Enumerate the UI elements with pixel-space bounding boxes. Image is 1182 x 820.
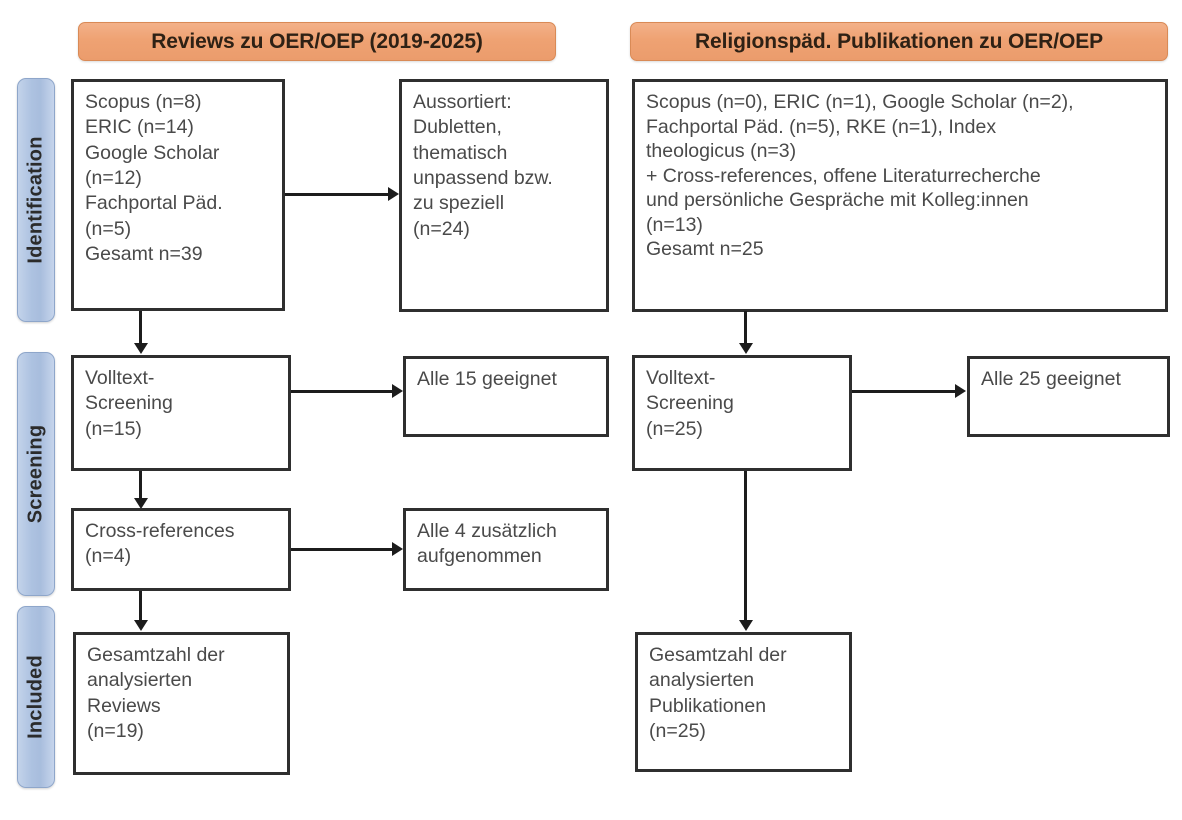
box-reviews-included: Gesamtzahl der analysierten Reviews (n=1… [73, 632, 290, 775]
box-religionspaed-screening-result: Alle 25 geeignet [967, 356, 1170, 437]
stage-pill-identification: Identification [17, 78, 55, 322]
box-religionspaed-included: Gesamtzahl der analysierten Publikatione… [635, 632, 852, 772]
box-reviews-excluded: Aussortiert: Dubletten, thematisch unpas… [399, 79, 609, 312]
stage-label-identification: Identification [24, 136, 47, 264]
connector-reviews-screening-to-crossrefs [139, 471, 142, 501]
column-header-reviews: Reviews zu OER/OEP (2019-2025) [78, 22, 556, 61]
connector-religionspaed-ident-to-screening [744, 311, 747, 345]
stage-label-screening: Screening [24, 424, 47, 524]
column-header-religionspaed-label: Religionspäd. Publikationen zu OER/OEP [694, 29, 1104, 53]
connector-reviews-crossrefs-to-result [291, 548, 393, 551]
arrowhead-reviews-screening-to-crossrefs [134, 498, 148, 509]
connector-religionspaed-screening-to-included [744, 471, 747, 623]
box-religionspaed-identification: Scopus (n=0), ERIC (n=1), Google Scholar… [632, 79, 1168, 312]
arrowhead-religionspaed-screening-to-included [739, 620, 753, 631]
column-header-reviews-label: Reviews zu OER/OEP (2019-2025) [151, 29, 483, 53]
stage-pill-screening: Screening [17, 352, 55, 596]
connector-reviews-crossrefs-to-included [139, 591, 142, 623]
box-reviews-crossrefs-result: Alle 4 zusätzlich aufgenommen [403, 508, 609, 591]
arrowhead-reviews-ident-to-screening [134, 343, 148, 354]
arrowhead-reviews-ident-to-excluded [388, 187, 399, 201]
connector-religionspaed-screening-to-result [852, 390, 957, 393]
box-reviews-screening-result: Alle 15 geeignet [403, 356, 609, 437]
connector-reviews-screening-to-result [291, 390, 393, 393]
column-header-religionspaed: Religionspäd. Publikationen zu OER/OEP [630, 22, 1168, 61]
box-reviews-screening: Volltext- Screening (n=15) [71, 355, 291, 471]
connector-reviews-ident-to-excluded [285, 193, 390, 196]
arrowhead-reviews-crossrefs-to-included [134, 620, 148, 631]
arrowhead-reviews-crossrefs-to-result [392, 542, 403, 556]
connector-reviews-ident-to-screening [139, 311, 142, 345]
box-reviews-identification: Scopus (n=8) ERIC (n=14) Google Scholar … [71, 79, 285, 311]
stage-pill-included: Included [17, 606, 55, 788]
arrowhead-reviews-screening-to-result [392, 384, 403, 398]
stage-label-included: Included [24, 655, 47, 739]
arrowhead-religionspaed-screening-to-result [955, 384, 966, 398]
box-reviews-crossrefs: Cross-references (n=4) [71, 508, 291, 591]
arrowhead-religionspaed-ident-to-screening [739, 343, 753, 354]
box-religionspaed-screening: Volltext- Screening (n=25) [632, 355, 852, 471]
